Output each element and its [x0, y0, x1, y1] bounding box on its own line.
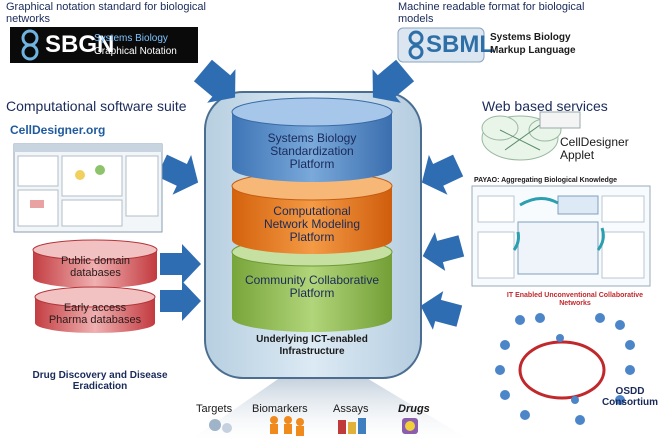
software-suite-title: Computational software suite: [6, 98, 187, 114]
layer-standardization-label: Systems Biology Standardization Platform: [267, 131, 357, 171]
sbgn-logo-subtitle-2: Graphical Notation: [94, 46, 177, 57]
public-domain-db: Public domain databases: [60, 255, 131, 279]
sbgn-logo-text: SBGN: [45, 31, 115, 58]
web-services-cloud: [481, 111, 581, 161]
web-services-title: Web based services: [482, 98, 608, 114]
layer-community-label: Community Collaborative Platform: [244, 273, 380, 300]
sbgn-heading: Graphical notation standard for biologic…: [6, 1, 206, 25]
osdd-label: OSDD Consortium: [601, 386, 659, 408]
infrastructure-label: Underlying ICT-enabled Infrastructure: [256, 334, 368, 357]
arrows: [156, 59, 465, 330]
sbml-heading: Machine readable format for biological m…: [398, 1, 585, 25]
sbml-logo-icon: [397, 27, 485, 63]
early-access-db: Early access Pharma databases: [48, 302, 142, 326]
sbml-caption-2: Markup Language: [490, 45, 576, 56]
layer-standardization: [231, 97, 393, 182]
sbml-logo-text: SBML: [426, 31, 494, 58]
biomarkers-label: Biomarkers: [252, 403, 308, 415]
early-access-db-graphic: [34, 286, 156, 333]
sbgn-logo-icon: [21, 29, 39, 61]
payao-panel-graphic: [471, 185, 651, 287]
celldesigner-thumbnail: [13, 143, 163, 233]
sbgn-logo-box: [10, 27, 198, 63]
drugs-label: Drugs: [398, 403, 430, 415]
collaborative-network-graphic: [495, 313, 635, 425]
sbml-caption-1: Systems Biology: [490, 32, 571, 43]
assays-label: Assays: [333, 403, 369, 415]
public-domain-db-graphic: [32, 239, 158, 288]
drug-discovery-caption: Drug Discovery and Disease Eradication: [32, 370, 168, 392]
layer-modeling-label: Computational Network Modeling Platform: [263, 204, 361, 244]
bottom-icons: [209, 416, 418, 436]
celldesigner-link[interactable]: CellDesigner.org: [10, 123, 106, 137]
celldesigner-applet[interactable]: CellDesigner Applet: [560, 135, 629, 162]
payao-title: PAYAO: Aggregating Biological Knowledge: [474, 177, 617, 184]
targets-label: Targets: [196, 403, 233, 415]
collaborative-network-title: IT Enabled Unconventional Collaborative …: [506, 292, 644, 307]
bottom-fan: [190, 350, 470, 440]
sbgn-logo-subtitle-1: Systems Biology: [94, 33, 168, 44]
